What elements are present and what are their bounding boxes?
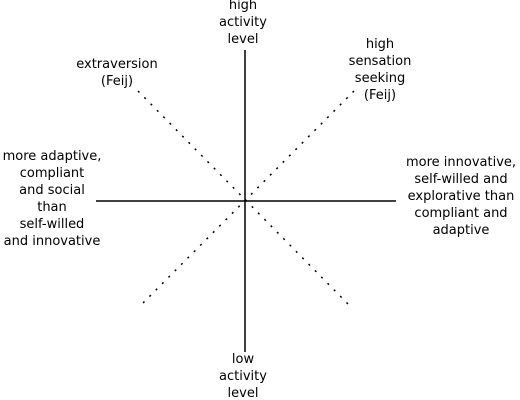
label-line: more innovative, <box>405 155 517 170</box>
label-line: (Feij) <box>100 74 134 89</box>
label-line: explorative than <box>407 189 515 204</box>
label-low-activity-level: low activity level <box>188 351 298 400</box>
label-line: activity <box>219 369 267 384</box>
label-line: sensation <box>348 54 412 69</box>
label-line: activity <box>219 15 267 30</box>
label-high-activity-level: high activity level <box>188 0 298 48</box>
diagonal-upper-left-to-lower-right <box>137 90 349 305</box>
label-line: adaptive <box>432 223 490 238</box>
label-line: compliant <box>19 166 85 181</box>
label-extraversion: extraversion (Feij) <box>62 56 172 90</box>
label-line: (Feij) <box>363 88 397 103</box>
label-line: level <box>227 386 259 400</box>
label-line: compliant and <box>414 206 508 221</box>
label-line: and social <box>19 183 85 198</box>
label-more-adaptive: more adaptive, compliant and social than… <box>0 148 106 250</box>
label-line: high <box>228 0 258 13</box>
label-line: self-willed <box>19 217 85 232</box>
label-line: low <box>231 352 255 367</box>
label-line: level <box>227 32 259 47</box>
label-more-innovative: more innovative, self-willed and explora… <box>400 154 520 239</box>
diagonal-upper-right-to-lower-left <box>141 90 355 305</box>
label-line: high <box>365 37 395 52</box>
label-line: seeking <box>354 71 406 86</box>
label-high-sensation-seeking: high sensation seeking (Feij) <box>325 36 435 104</box>
label-line: more adaptive, <box>2 149 102 164</box>
label-line: and innovative <box>3 234 101 249</box>
label-line: self-willed and <box>414 172 508 187</box>
label-line: than <box>37 200 67 215</box>
label-line: extraversion <box>76 57 158 72</box>
